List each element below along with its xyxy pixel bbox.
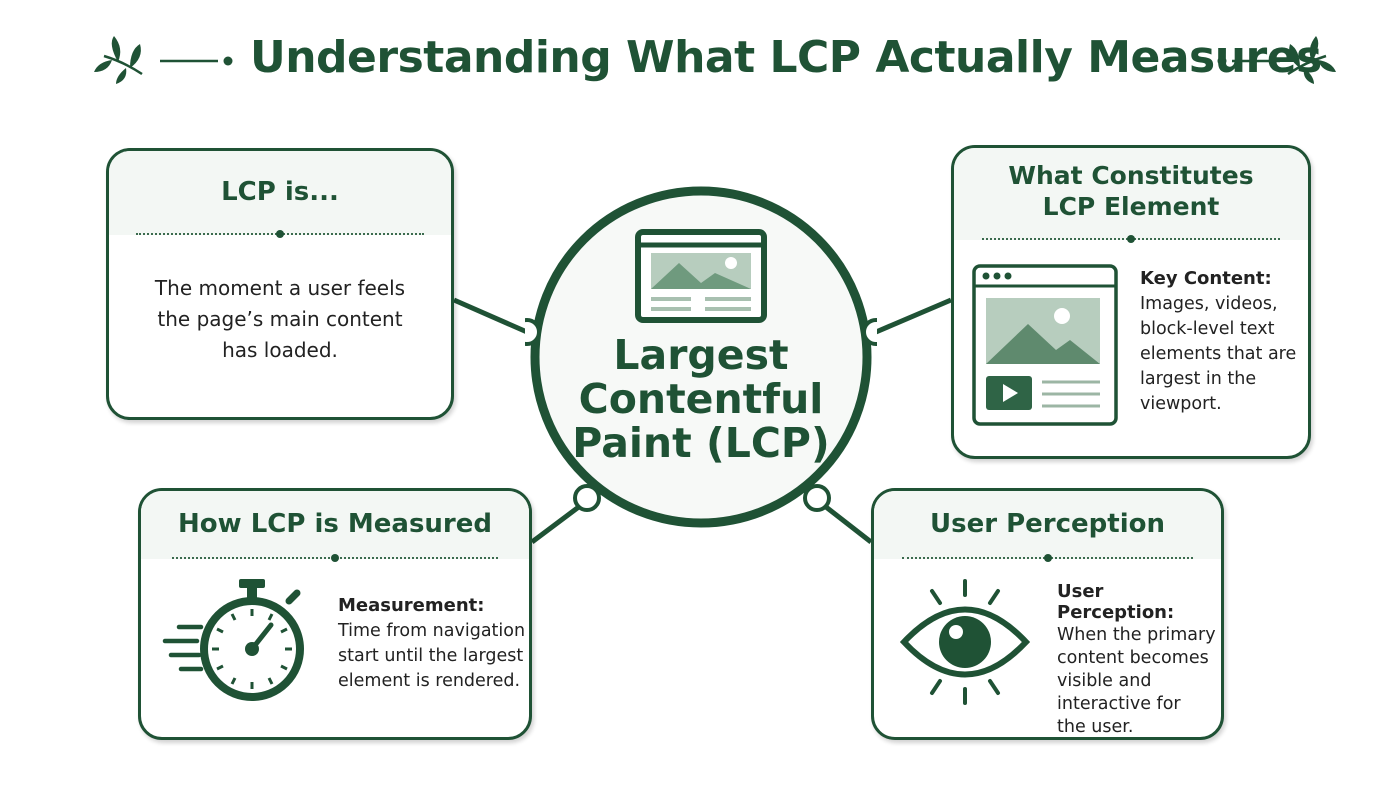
text-line: visible and xyxy=(1057,671,1152,691)
browser-media-icon xyxy=(972,264,1118,426)
connector-node-top-left xyxy=(525,318,541,346)
text-line: start until the largest xyxy=(338,646,524,666)
leaf-sprig-icon xyxy=(94,36,143,84)
card-title-line: What Constitutes xyxy=(1008,161,1254,190)
card-title: LCP is... xyxy=(221,177,339,207)
text-line: the user. xyxy=(1057,717,1134,737)
connector-node-bottom-left xyxy=(573,484,601,512)
connector-top-right xyxy=(875,297,952,335)
text-line: When the primary xyxy=(1057,625,1216,645)
text-line: content becomes xyxy=(1057,648,1209,668)
center-hub: Largest Contentful Paint (LCP) xyxy=(525,173,877,541)
connector-node-bottom-right xyxy=(803,484,831,512)
title-row: Understanding What LCP Actually Measures xyxy=(0,28,1400,92)
center-label: Largest Contentful Paint (LCP) xyxy=(525,333,877,465)
dotted-divider xyxy=(172,554,498,562)
text-line: The moment a user feels xyxy=(154,276,406,300)
card-title: User Perception xyxy=(930,509,1165,539)
dotted-divider xyxy=(901,554,1194,562)
text-line: elements that are xyxy=(1140,344,1297,364)
card-header: User Perception xyxy=(874,491,1221,562)
card-how-measured: How LCP is Measured Measurement: xyxy=(138,488,532,740)
key-content-label: Key Content: xyxy=(1140,268,1272,289)
dotted-divider xyxy=(136,230,424,238)
card-lcp-is: LCP is... The moment a user feels the pa… xyxy=(106,148,454,420)
text-line: has loaded. xyxy=(222,338,338,362)
text-line: Images, videos, xyxy=(1140,294,1278,314)
text-line: Time from navigation xyxy=(338,621,526,641)
text-line: interactive for xyxy=(1057,694,1181,714)
dotted-divider xyxy=(982,235,1280,243)
card-header: How LCP is Measured xyxy=(141,491,529,562)
card-lcp-element: What Constitutes LCP Element Key Content… xyxy=(951,145,1311,459)
measurement-label: Measurement: xyxy=(338,595,485,616)
card-body-text: The moment a user feels the page’s main … xyxy=(129,273,431,366)
card-title: How LCP is Measured xyxy=(178,509,492,539)
card-title-line: LCP Element xyxy=(1042,192,1220,221)
text-line: largest in the xyxy=(1140,369,1257,389)
card-body-text: Measurement: Time from navigation start … xyxy=(338,595,528,694)
eye-icon xyxy=(900,579,1030,705)
connector-top-left xyxy=(452,297,529,335)
webpage-image-icon xyxy=(635,229,767,323)
page-title: Understanding What LCP Actually Measures xyxy=(250,32,1322,83)
card-title: What Constitutes LCP Element xyxy=(954,148,1308,222)
title-decoration-right xyxy=(1217,36,1336,84)
card-user-perception: User Perception User Perception: When th… xyxy=(871,488,1224,740)
center-label-line: Contentful xyxy=(578,375,824,423)
text-line: element is rendered. xyxy=(338,671,521,691)
text-line: viewport. xyxy=(1140,394,1222,414)
text-line: the page’s main content xyxy=(157,307,403,331)
center-label-line: Paint (LCP) xyxy=(572,419,830,467)
text-line: block-level text xyxy=(1140,319,1275,339)
title-decoration-left xyxy=(94,36,233,84)
center-label-line: Largest xyxy=(613,331,789,379)
card-body-text: User Perception: When the primary conten… xyxy=(1057,581,1221,737)
card-header: LCP is... xyxy=(109,151,451,238)
leaf-sprig-icon xyxy=(1287,36,1336,84)
card-body-text: Key Content: Images, videos, block-level… xyxy=(1140,268,1305,417)
connector-node-top-right xyxy=(862,318,877,346)
card-header: What Constitutes LCP Element xyxy=(954,148,1308,243)
user-perception-label: User Perception: xyxy=(1057,581,1175,623)
stopwatch-icon xyxy=(162,579,304,701)
